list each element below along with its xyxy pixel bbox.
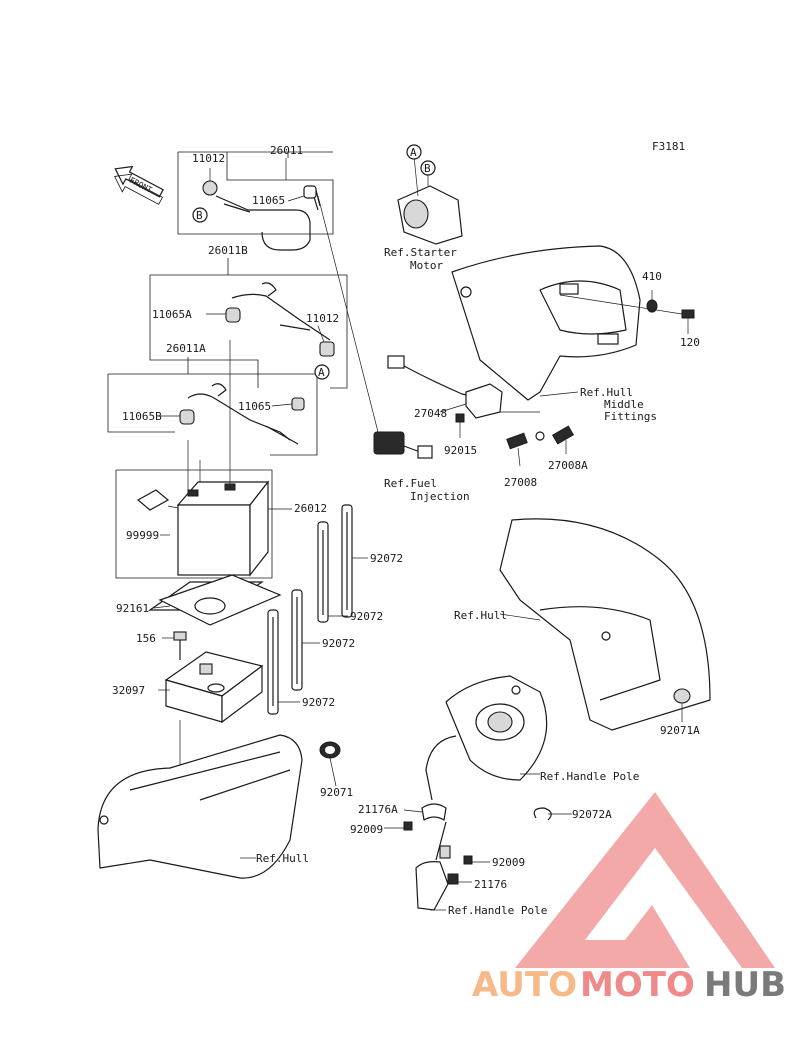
label-92015: 92015 [444,444,477,457]
grommet-92071 [319,741,341,759]
label-410: 410 [642,270,662,283]
callout-a-top: A [406,144,422,160]
label-26012: 26012 [294,502,327,515]
callout-b-top: B [420,160,436,176]
ref-fuel-injection-line1: Ref.Fuel [384,477,437,490]
connector-27008 [506,432,528,450]
label-26011: 26011 [270,144,303,157]
label-99999: 99999 [126,529,159,542]
screw-120 [559,294,695,319]
watermark-wordmark: AUTO MOTO HUB [472,965,786,1005]
callout-a-left: A [314,364,330,380]
harness-27048 [387,355,503,419]
watermark-text-moto: MOTO [580,965,695,1005]
battery-cable-26011B [225,282,335,357]
battery-case-32097 [164,651,264,724]
label-92072-a: 92072 [370,552,403,565]
ref-hull-middle-line2: Middle [604,398,644,411]
svg-text:B: B [196,209,203,222]
svg-text:A: A [410,146,417,159]
label-27048: 27048 [414,407,447,420]
fuel-injection-unit [317,195,433,459]
label-11065-top: 11065 [252,194,285,207]
handle-pole-lower [415,821,451,911]
label-21176: 21176 [474,878,507,891]
bolt-156 [173,631,187,660]
strap-92072-c [291,589,303,691]
diagram-code: F3181 [652,140,685,153]
leader-lines [153,158,689,911]
screw-92009-right [463,855,473,865]
label-26011B: 26011B [208,244,248,257]
watermark-text-auto: AUTO [472,965,577,1005]
battery-bracket [115,469,273,579]
label-27008A: 27008A [548,459,588,472]
label-21176A: 21176A [358,803,398,816]
label-92072-d: 92072 [302,696,335,709]
label-32097: 32097 [112,684,145,697]
battery-cable-26011A [179,383,305,445]
battery-plate-92161 [148,574,282,626]
hull-bottom [97,720,303,879]
label-92071A: 92071A [660,724,700,737]
ref-hull-middle-line1: Ref.Hull [580,386,633,399]
ref-starter-motor-line1: Ref.Starter [384,246,457,259]
clip-92072A [533,807,552,821]
label-26011A: 26011A [166,342,206,355]
cable-26011-bracket [177,151,334,235]
label-156: 156 [136,632,156,645]
label-92072-c: 92072 [322,637,355,650]
hull-right-section [499,518,711,731]
part-labels: 11012 26011 11065 26011B 11065A 11012 26… [112,144,700,891]
label-92071: 92071 [320,786,353,799]
label-92009-right: 92009 [492,856,525,869]
label-92009-left: 92009 [350,823,383,836]
watermark-logo [515,792,775,968]
cable-26011A-bracket [107,357,318,456]
ref-fuel-injection-line2: Injection [410,490,470,503]
label-120: 120 [680,336,700,349]
handle-pole-plate [425,675,548,801]
label-11065A: 11065A [152,308,192,321]
label-11065-mid: 11065 [238,400,271,413]
watermark-text-hub: HUB [704,965,786,1005]
clip-92015 [455,413,465,423]
label-11012-top: 11012 [192,152,225,165]
ref-handle-pole-upper: Ref.Handle Pole [540,770,639,783]
starter-motor [397,155,463,245]
label-92161: 92161 [116,602,149,615]
seal-21176A [421,803,447,821]
strap-92072-d [267,609,279,715]
strap-92072-a [341,504,353,618]
ref-hull-right: Ref.Hull [454,609,507,622]
screw-92009-left [403,821,413,831]
label-92072-b: 92072 [350,610,383,623]
ref-hull-bottom: Ref.Hull [256,852,309,865]
svg-text:A: A [318,366,325,379]
connector-27008A [535,425,574,445]
label-92072A: 92072A [572,808,612,821]
sticker-99999 [136,489,170,511]
watermark-triangle-icon [515,792,775,968]
strap-92072-b [317,521,329,623]
ref-hull-middle-line3: Fittings [604,410,657,423]
label-27008: 27008 [504,476,537,489]
svg-text:B: B [424,162,431,175]
battery-26012 [176,340,270,577]
label-11065B: 11065B [122,410,162,423]
callout-b-left: B [192,207,208,223]
ref-handle-pole-lower: Ref.Handle Pole [448,904,547,917]
hull-middle-fittings [451,245,641,401]
ref-starter-motor-line2: Motor [410,259,443,272]
front-arrow-icon: FRONT [114,165,164,205]
label-11012-mid: 11012 [306,312,339,325]
seal-21176 [447,873,459,885]
battery-cable-26011 [202,180,321,251]
reference-labels: Ref.Starter Motor Ref.Hull Middle Fittin… [256,246,657,917]
grommet-92071A [673,688,691,704]
